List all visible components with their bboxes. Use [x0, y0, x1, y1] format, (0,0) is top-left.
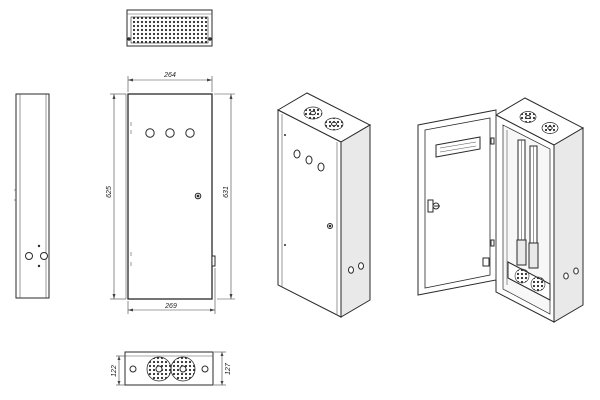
- dim-top-width: 264: [163, 72, 176, 79]
- top-view: [126, 9, 213, 47]
- dim-right-height: 631: [223, 186, 230, 198]
- isometric-open-cabinet: [417, 97, 585, 323]
- dim-left-height: 625: [106, 186, 113, 198]
- isometric-closed-cabinet: [276, 92, 372, 318]
- front-dimensions: 264 269 625 631: [106, 72, 235, 314]
- dim-bottom-left: 122: [111, 365, 118, 377]
- dim-bottom-right: 127: [225, 362, 232, 375]
- dim-bottom-width: 269: [164, 303, 177, 310]
- bottom-dimensions: 122 127: [111, 351, 232, 386]
- side-view: [14, 93, 50, 299]
- front-view: [125, 93, 216, 300]
- bottom-view: [124, 351, 214, 386]
